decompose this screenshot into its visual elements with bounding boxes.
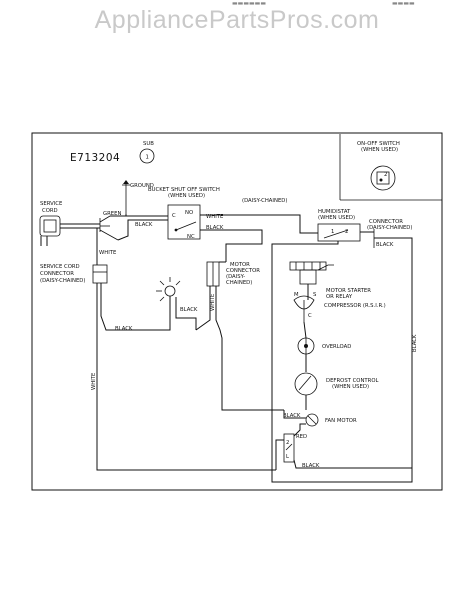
switch-terminal-no: NO: [185, 210, 193, 216]
fan-motor-label: FAN MOTOR: [325, 418, 357, 424]
humidistat: HUMIDISTAT (WHEN USED) 1 2: [317, 209, 361, 242]
wire-label-white-motor: WHITE: [210, 293, 216, 311]
service-cord-plug: SERVICE CORD: [39, 201, 119, 246]
fan-motor: FAN MOTOR 2 L: [283, 413, 357, 463]
on-off-switch-sub: (WHEN USED): [361, 147, 398, 153]
service-cord-label-2: CORD: [42, 208, 58, 214]
fan-terminal-l: L: [286, 454, 289, 460]
fan-terminal-2: 2: [286, 440, 289, 446]
sub-label: SUB: [143, 141, 154, 147]
wire-label-black-right: BLACK: [412, 334, 418, 352]
service-cord-connector-l2: CONNECTOR: [40, 271, 74, 277]
motor-connector-l1: MOTOR: [230, 262, 250, 268]
humidistat-terminal-2: 2: [345, 229, 348, 235]
motor-connector-l2: CONNECTOR: [226, 268, 260, 274]
starter-terminal-m: M: [294, 292, 299, 298]
motor-starter-l1: MOTOR STARTER: [326, 288, 371, 294]
wire-label-black-top: BLACK: [135, 222, 153, 228]
daisy-chained-top: (DAISY-CHAINED): [242, 198, 287, 204]
wire-label-white-switch: WHITE: [206, 214, 224, 220]
wire-label-black-switch: BLACK: [206, 225, 224, 231]
overload-label: OVERLOAD: [322, 344, 351, 350]
service-cord-connector: SERVICE CORD CONNECTOR (DAISY-CHAINED): [40, 264, 108, 284]
on-off-switch-title: ON-OFF SWITCH: [357, 141, 400, 147]
motor-connector: MOTOR CONNECTOR (DAISY- CHAINED): [206, 261, 260, 287]
wire-label-black-lamp: BLACK: [180, 307, 198, 313]
service-cord-connector-l1: SERVICE CORD: [40, 264, 80, 270]
humidistat-sub: (WHEN USED): [318, 215, 355, 221]
bucket-shutoff-switch: BUCKET SHUT OFF SWITCH (WHEN USED) C NO …: [148, 187, 220, 240]
wire-label-white-left: WHITE: [91, 372, 97, 390]
defrost-control-l1: DEFROST CONTROL: [326, 378, 379, 384]
ground-label: GROUND: [130, 183, 154, 189]
wire-label-black-cord: BLACK: [115, 326, 133, 332]
starter-terminal-s: S: [313, 292, 317, 298]
compressor-label: COMPRESSOR (R.S.I.R.): [324, 303, 386, 309]
wire-label-green: GREEN: [103, 211, 121, 217]
cropped-header-mark: ▬▬▬▬: [392, 0, 415, 7]
service-cord-label: SERVICE: [40, 201, 63, 207]
wire-label-black-fan: BLACK: [283, 413, 301, 419]
defrost-control: DEFROST CONTROL (WHEN USED): [294, 372, 379, 396]
compressor: COMPRESSOR (R.S.I.R.) C: [293, 295, 386, 322]
humidistat-title: HUMIDISTAT: [318, 209, 351, 215]
wire-label-black-connector: BLACK: [376, 242, 394, 248]
wire-label-red: RED: [296, 434, 307, 440]
connector-title: CONNECTOR: [369, 219, 403, 225]
on-off-terminal: 2: [384, 172, 387, 178]
connector-sub: (DAISY-CHAINED): [367, 225, 412, 231]
wire-label-white-cord: WHITE: [99, 250, 117, 256]
on-off-switch: ON-OFF SWITCH (WHEN USED) 2: [339, 134, 442, 201]
sub-badge-circle: [139, 148, 155, 164]
diagram-frame: [31, 132, 443, 491]
motor-connector-l4: CHAINED): [226, 280, 252, 286]
watermark: AppliancePartsPros.com: [94, 6, 380, 34]
motor-starter-relay: MOTOR STARTER OR RELAY M S: [289, 261, 371, 300]
compressor-terminal-c: C: [308, 313, 312, 319]
switch-terminal-c: C: [172, 213, 176, 219]
model-code: E713204: [70, 152, 120, 164]
humidistat-terminal-1: 1: [331, 229, 334, 235]
cropped-header-mark: ▬▬▬▬▬▬: [232, 0, 267, 7]
ground-symbol: GROUND: [122, 180, 154, 214]
sub-number: 1: [146, 155, 149, 161]
wire-label-black-bottom: BLACK: [302, 463, 320, 469]
motor-starter-l2: OR RELAY: [326, 294, 353, 300]
motor-connector-l3: (DAISY-: [226, 274, 245, 280]
defrost-control-l2: (WHEN USED): [332, 384, 369, 390]
bucket-switch-sub: (WHEN USED): [168, 193, 205, 199]
overload: OVERLOAD: [297, 337, 351, 355]
service-cord-connector-l3: (DAISY-CHAINED): [40, 278, 85, 284]
switch-terminal-nc: NC: [187, 234, 195, 240]
bucket-switch-title: BUCKET SHUT OFF SWITCH: [148, 187, 220, 193]
